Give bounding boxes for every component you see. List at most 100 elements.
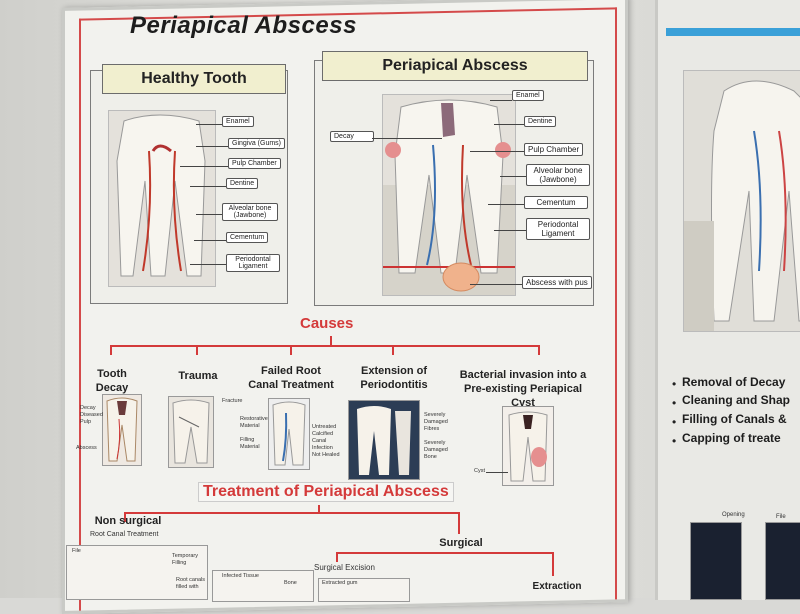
poster-title: Periapical Abscess xyxy=(130,12,357,39)
infected-tissue-note: Infected Tissue xyxy=(222,573,259,579)
file-thumbnail xyxy=(765,522,800,600)
label-decay: Decay xyxy=(330,131,374,142)
abscess-tooth-image xyxy=(382,94,516,296)
treatment-connector xyxy=(124,512,126,522)
causes-connector xyxy=(330,336,332,346)
decay-thumbnail xyxy=(102,394,142,466)
leader-line xyxy=(190,186,226,187)
causes-heading: Causes xyxy=(300,315,354,332)
leader-line xyxy=(470,151,524,152)
cause-periodontitis: Extension of Periodontitis xyxy=(360,365,428,391)
healthy-tooth-image xyxy=(108,110,216,287)
leader-line xyxy=(180,166,228,167)
label-dentine: Dentine xyxy=(524,116,557,127)
cause-tooth-decay: Tooth Decay xyxy=(95,368,129,394)
treatment-connector xyxy=(124,512,460,514)
label-enamel: Enamel xyxy=(512,90,544,101)
cyst-tooth-icon xyxy=(508,411,548,482)
rct-thumbnail xyxy=(268,398,310,470)
label-alveolar-bone: Alveolar bone (Jawbone) xyxy=(222,203,278,221)
label-periodontal-ligament: Periodontal Ligament xyxy=(226,254,280,272)
causes-connector xyxy=(196,345,198,355)
causes-connector xyxy=(110,345,540,347)
healthy-tooth-heading: Healthy Tooth xyxy=(102,64,286,94)
surgical-excision-label: Surgical Excision xyxy=(314,563,375,572)
healthy-tooth-illustration xyxy=(116,114,206,277)
surgical-label: Surgical xyxy=(439,537,483,549)
leader-line xyxy=(194,240,226,241)
rct-tooth-icon xyxy=(272,401,306,466)
perio-tooth-icon xyxy=(357,406,411,475)
bone-note: Bone xyxy=(284,580,297,586)
second-poster-dark-box xyxy=(666,28,800,36)
cause-trauma: Trauma xyxy=(178,370,218,382)
opening-thumbnail xyxy=(690,522,742,600)
trauma-tooth-icon xyxy=(172,399,210,464)
label-pulp-chamber: Pulp Chamber xyxy=(228,158,281,169)
leader-line xyxy=(196,146,228,147)
large-tooth-illustration xyxy=(684,80,800,331)
treatment-connector xyxy=(318,505,320,513)
bullet-item: Capping of treate xyxy=(682,431,781,445)
cause-failed-rct: Failed Root Canal Treatment xyxy=(248,365,334,391)
perio-thumbnail xyxy=(348,400,420,480)
abscess-note: Abscess xyxy=(76,445,97,451)
cause-cyst-invasion: Bacterial invasion into a Pre-existing P… xyxy=(459,369,587,409)
treatment-connector xyxy=(458,512,460,534)
label-periodontal-ligament: Periodontal Ligament xyxy=(526,218,590,240)
treatment-connector xyxy=(336,552,552,554)
label-alveolar-bone: Alveolar bone (Jawbone) xyxy=(526,164,590,186)
rct-step-thumbnail xyxy=(66,545,208,600)
excision-thumbnail xyxy=(212,570,314,602)
bullet-item: Removal of Decay xyxy=(682,375,786,389)
cyst-thumbnail xyxy=(502,406,554,486)
abscess-tooth-illustration xyxy=(383,99,515,295)
extracted-gum-note: Extracted gum xyxy=(322,580,358,586)
label-pulp-chamber: Pulp Chamber xyxy=(524,143,584,156)
leader-line xyxy=(500,176,526,177)
leader-line xyxy=(470,284,522,285)
label-cementum: Cementum xyxy=(524,196,588,209)
leader-line xyxy=(486,472,508,473)
trauma-thumbnail xyxy=(168,396,214,468)
extraction-label: Extraction xyxy=(532,581,582,592)
causes-connector xyxy=(290,345,292,355)
treatment-connector xyxy=(336,552,338,562)
leader-line xyxy=(494,124,524,125)
causes-connector xyxy=(538,345,540,355)
bullet-item: Cleaning and Shap xyxy=(682,393,791,407)
file-note: File xyxy=(72,548,81,554)
causes-connector xyxy=(110,345,112,355)
treatment-connector xyxy=(552,552,554,576)
leader-line xyxy=(490,100,512,101)
second-poster-tooth-image xyxy=(683,70,800,332)
label-abscess-with-pus: Abscess with pus xyxy=(522,276,592,289)
label-dentine: Dentine xyxy=(226,178,259,189)
non-surgical-label: Non surgical xyxy=(94,515,162,527)
label-enamel: Enamel xyxy=(222,116,254,127)
leader-line xyxy=(190,264,226,265)
abscess-heading: Periapical Abscess xyxy=(322,51,588,81)
fracture-note: Fracture xyxy=(222,398,243,404)
decay-tooth-icon xyxy=(106,397,138,462)
file-label: File xyxy=(776,514,786,520)
cyst-note: Cyst xyxy=(474,468,485,474)
leader-line xyxy=(372,138,442,139)
leader-line xyxy=(196,124,222,125)
bullet-dots: •••• xyxy=(672,377,677,448)
leader-line xyxy=(488,204,524,205)
treatment-heading: Treatment of Periapical Abscess xyxy=(198,482,454,502)
leader-line xyxy=(494,230,526,231)
second-poster xyxy=(655,0,800,600)
rct-label: Root Canal Treatment xyxy=(90,531,159,538)
label-cementum: Cementum xyxy=(226,232,269,243)
causes-connector xyxy=(392,345,394,355)
opening-label: Opening xyxy=(722,512,745,518)
bullet-item: Filling of Canals & xyxy=(682,412,787,426)
